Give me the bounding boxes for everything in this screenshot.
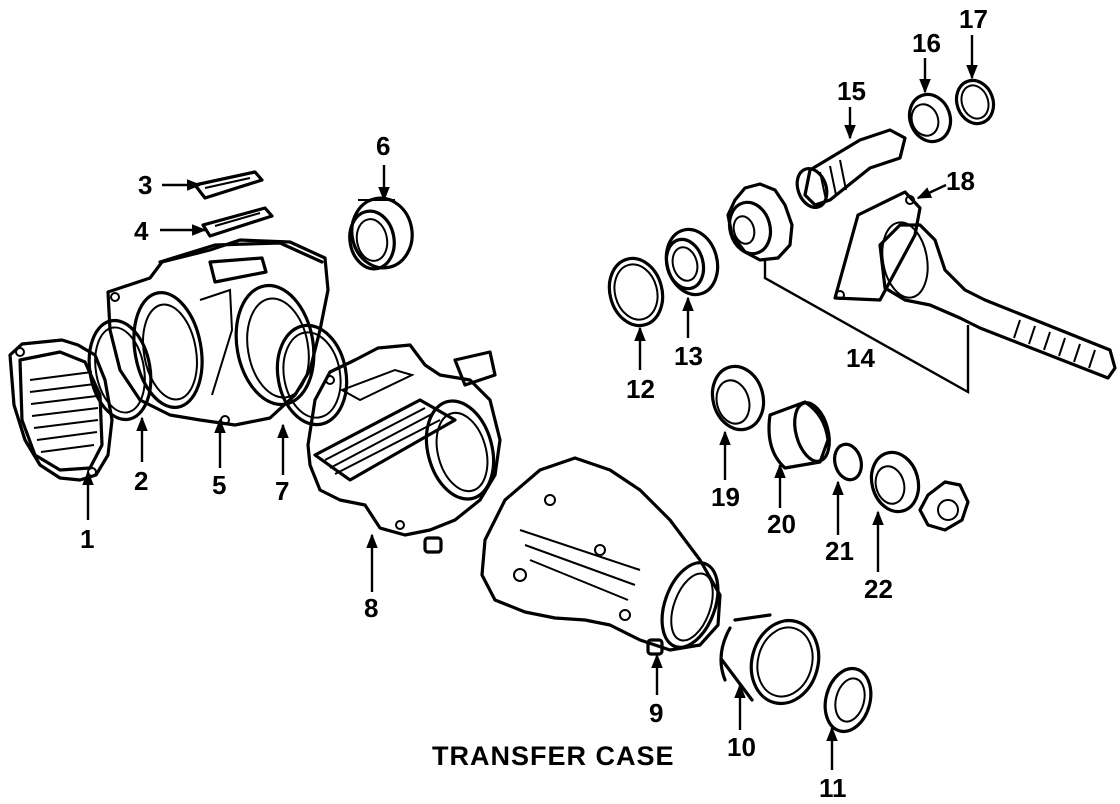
part-20-sleeve (767, 400, 831, 470)
part-16-bearing (907, 92, 953, 144)
callout-12: 12 (626, 374, 655, 404)
callout-21: 21 (825, 536, 854, 566)
callout-18: 18 (946, 166, 975, 196)
leader-lines (82, 35, 978, 770)
part-5-housing (106, 238, 330, 427)
part-3-plate (193, 170, 264, 200)
part-4-gasket-plate (201, 206, 274, 238)
callout-7: 7 (275, 476, 289, 506)
nut-part (918, 480, 970, 532)
callout-4: 4 (134, 216, 149, 246)
callout-6: 6 (376, 131, 390, 161)
part-1-rear-cover (8, 338, 114, 482)
part-2-gasket (87, 318, 153, 422)
callout-16: 16 (912, 28, 941, 58)
part-10-sleeve (719, 613, 821, 706)
callout-11: 11 (819, 773, 847, 803)
callout-8: 8 (364, 593, 378, 623)
diagram-title: TRANSFER CASE (432, 741, 675, 771)
callout-9: 9 (649, 698, 663, 728)
part-14-sprocket (726, 182, 794, 262)
part-15-sleeve (795, 128, 907, 209)
callout-17: 17 (959, 4, 988, 34)
callout-22: 22 (864, 574, 893, 604)
callout-15: 15 (837, 76, 866, 106)
callout-3: 3 (138, 170, 152, 200)
part-19-bearing (710, 364, 766, 432)
callout-19: 19 (711, 482, 740, 512)
part-17-ring (954, 78, 996, 126)
callout-20: 20 (767, 509, 796, 539)
part-21-ring (833, 442, 863, 482)
part-6-seal (348, 196, 414, 271)
part-11-seal (823, 666, 873, 734)
callout-13: 13 (674, 341, 703, 371)
part-9-front-case (480, 456, 722, 656)
part-8-middle-case (306, 343, 502, 554)
callout-2: 2 (134, 466, 148, 496)
callout-14: 14 (846, 343, 875, 373)
callout-5: 5 (212, 470, 226, 500)
callout-1: 1 (80, 524, 94, 554)
part-7-ring (275, 323, 349, 427)
callout-10: 10 (727, 732, 756, 762)
part-12-ring (607, 256, 665, 328)
part-14-output-shaft (878, 221, 1117, 380)
part-13-bearing (664, 227, 720, 297)
part-22-bearing (869, 450, 921, 514)
part-18-cover (833, 190, 922, 302)
